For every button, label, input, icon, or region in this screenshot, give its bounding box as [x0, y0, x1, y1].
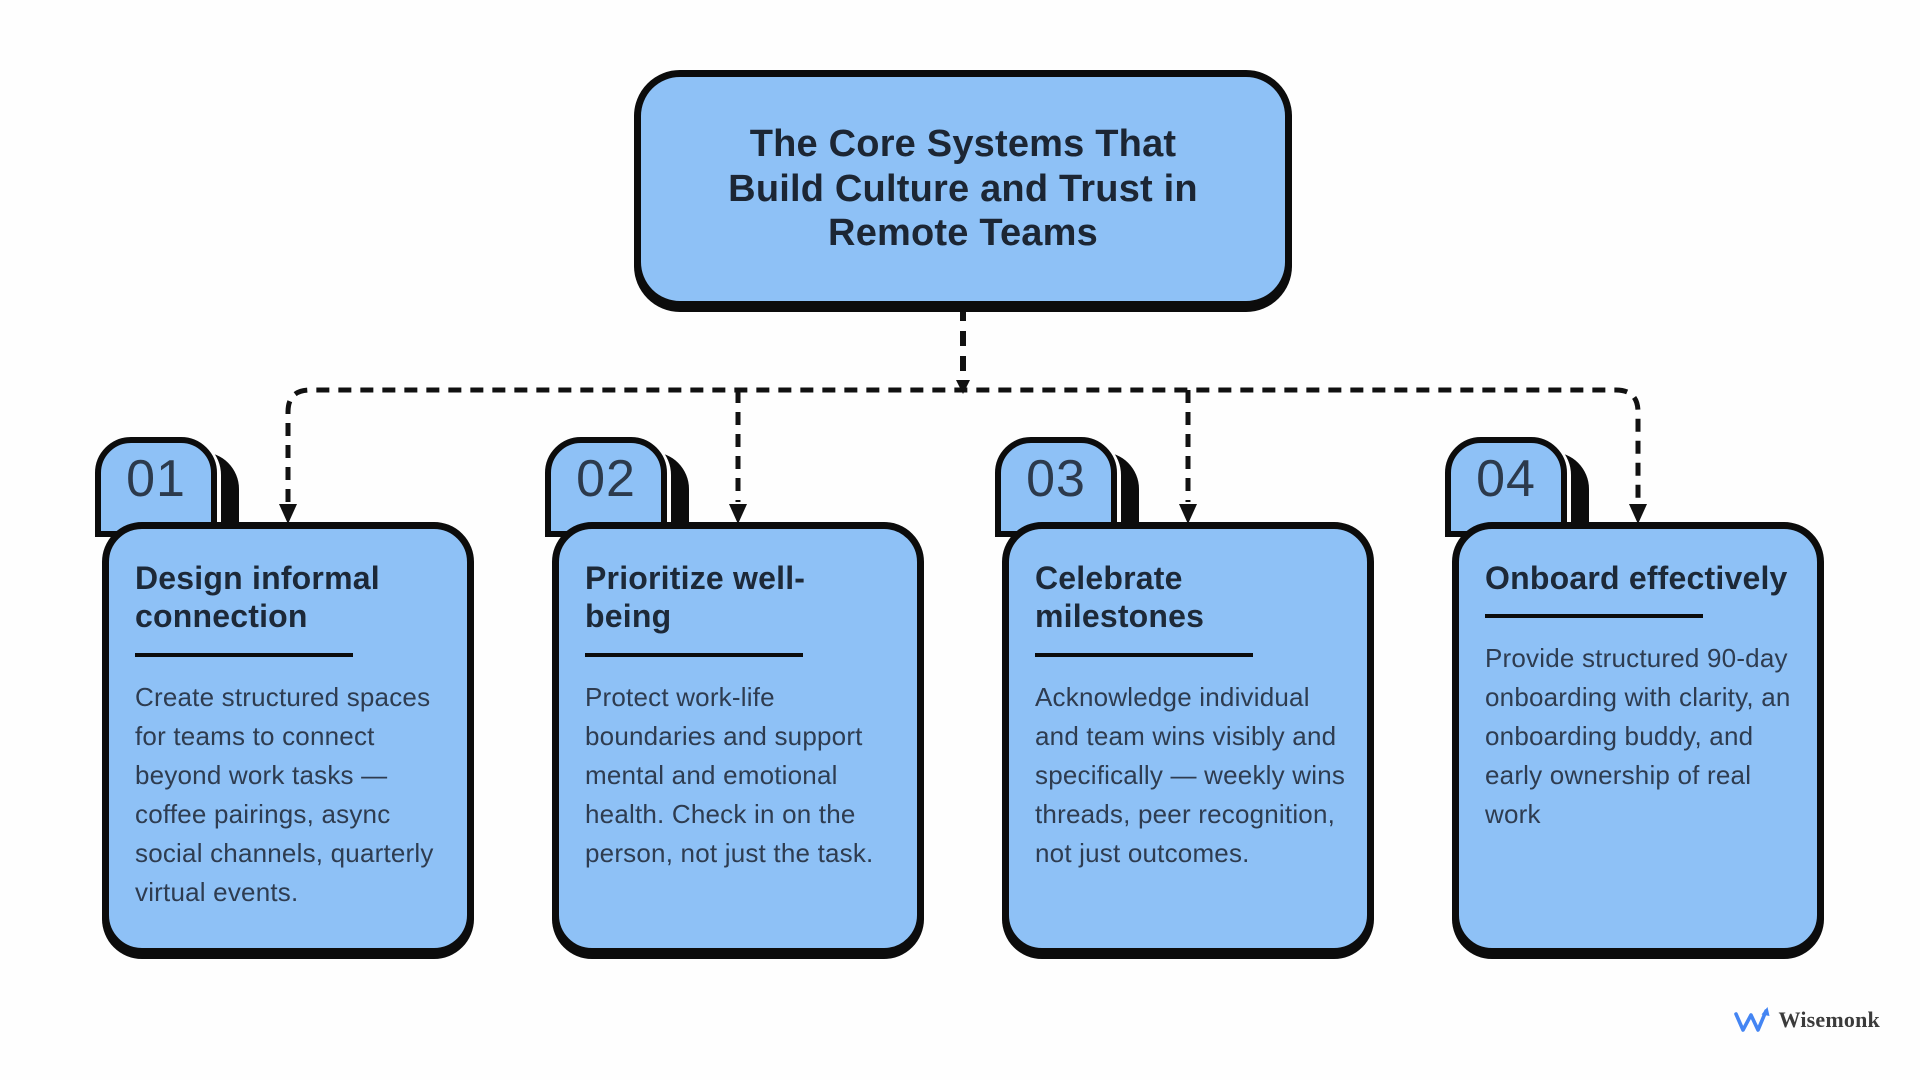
card-4-divider	[1485, 614, 1703, 619]
card-4-body: Provide structured 90-day onboarding wit…	[1485, 643, 1791, 830]
card-4-number: 04	[1476, 450, 1536, 508]
title-line-1: The Core Systems That	[749, 123, 1177, 166]
card-2-heading: Prioritize well-being	[585, 560, 806, 635]
connector-stem-tip	[956, 380, 970, 394]
card-3-heading: Celebrate milestones	[1035, 560, 1205, 635]
wisemonk-zigzag-icon	[1733, 1007, 1770, 1032]
title-box: The Core Systems That Build Culture and …	[634, 70, 1292, 308]
card-4-heading: Onboard effectively	[1485, 560, 1788, 596]
card-1-number: 01	[126, 450, 186, 508]
card-1-divider	[135, 652, 353, 657]
arrowhead-2	[729, 504, 747, 524]
arrowhead-4	[1629, 504, 1647, 524]
card-1-body: Create structured spaces for teams to co…	[135, 681, 434, 907]
page-title: The Core Systems That Build Culture and …	[728, 122, 1198, 255]
card-3-number: 03	[1026, 450, 1086, 508]
card-2-divider	[585, 652, 803, 657]
card-1-heading: Design informal connection	[135, 560, 380, 635]
brand-logo: Wisemonk	[1733, 1006, 1880, 1034]
brand-logo-text: Wisemonk	[1778, 1007, 1880, 1032]
card-2: Prioritize well-being Protect work-life …	[552, 522, 924, 955]
card-1-number-tab: 01	[95, 437, 217, 537]
card-3-body: Acknowledge individual and team wins vis…	[1035, 681, 1346, 868]
title-line-2: Build Culture and Trust in	[728, 167, 1198, 210]
card-3-number-tab: 03	[995, 437, 1117, 537]
card-4-number-tab: 04	[1445, 437, 1567, 537]
card-2-number-tab: 02	[545, 437, 667, 537]
card-1: Design informal connection Create struct…	[102, 522, 474, 955]
arrowhead-3	[1179, 504, 1197, 524]
connector-rail	[285, 387, 1641, 502]
card-2-number: 02	[576, 450, 636, 508]
card-2-body: Protect work-life boundaries and support…	[585, 681, 874, 868]
arrowhead-1	[279, 504, 297, 524]
card-3: Celebrate milestones Acknowledge individ…	[1002, 522, 1374, 955]
card-3-divider	[1035, 652, 1253, 657]
title-line-3: Remote Teams	[828, 212, 1098, 255]
card-4: Onboard effectively Provide structured 9…	[1452, 522, 1824, 955]
